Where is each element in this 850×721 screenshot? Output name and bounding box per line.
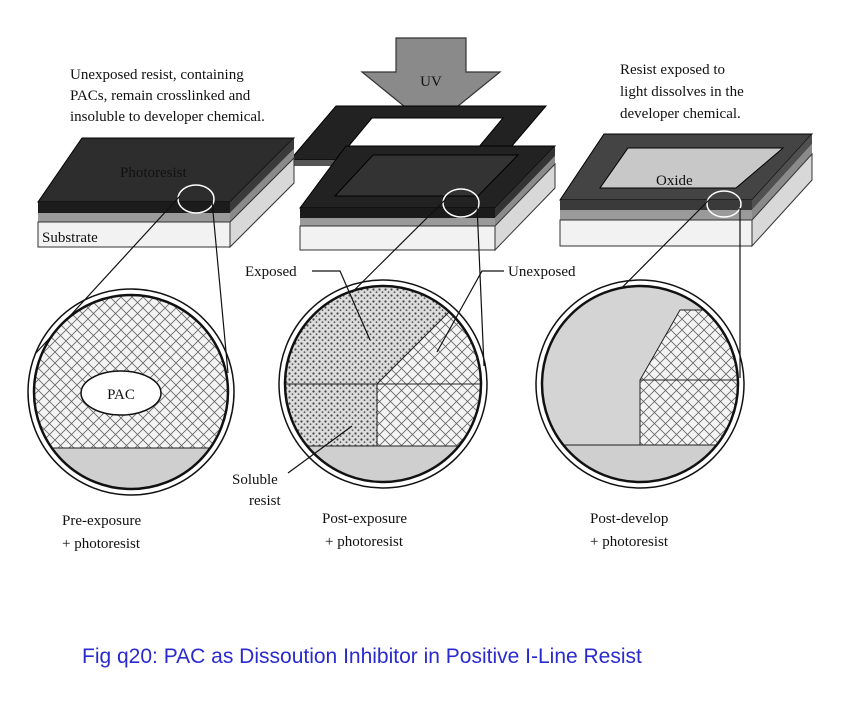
annotation-right: Resist exposed to light dissolves in the… — [620, 62, 744, 122]
zoom-circle-pre-exposure: PAC — [27, 288, 235, 496]
wafer-pre-exposure: Photoresist Substrate — [37, 137, 296, 249]
annotation-left-line-1: Unexposed resist, containing — [70, 67, 244, 83]
annotation-left: Unexposed resist, containing PACs, remai… — [70, 67, 265, 125]
photoresist-label: Photoresist — [120, 165, 188, 181]
figure-caption: Fig q20: PAC as Dissoution Inhibitor in … — [82, 645, 642, 668]
uv-arrow: UV — [360, 37, 502, 129]
unexposed-label: Unexposed — [508, 264, 576, 280]
annotation-left-line-3: insoluble to developer chemical. — [70, 109, 265, 125]
exposed-label: Exposed — [245, 264, 297, 280]
annotation-left-line-2: PACs, remain crosslinked and — [70, 88, 251, 104]
zoom-circle-post-exposure — [278, 279, 488, 489]
wafer-post-exposure — [299, 145, 557, 252]
stage-1-line-1: Pre-exposure — [62, 513, 141, 529]
wafer-post-develop: Oxide — [559, 133, 814, 248]
annotation-right-line-1: Resist exposed to — [620, 62, 725, 78]
stage-captions: Pre-exposure + photoresist Post-exposure… — [62, 511, 669, 552]
stage-1-line-2: + photoresist — [62, 536, 141, 552]
stage-3-line-1: Post-develop — [590, 511, 668, 527]
soluble-label-line-2: resist — [249, 493, 281, 509]
stage-2-line-1: Post-exposure — [322, 511, 407, 527]
callouts: Exposed Unexposed Soluble resist — [232, 264, 576, 509]
zoom-circle-post-develop — [535, 279, 745, 489]
annotation-right-line-3: developer chemical. — [620, 106, 741, 122]
uv-label: UV — [420, 74, 442, 90]
soluble-label-line-1: Soluble — [232, 472, 278, 488]
substrate-label: Substrate — [42, 230, 98, 246]
annotation-right-line-2: light dissolves in the — [620, 84, 744, 100]
stage-2-line-2: + photoresist — [325, 534, 404, 550]
stage-3-line-2: + photoresist — [590, 534, 669, 550]
pac-label: PAC — [107, 387, 135, 403]
oxide-label: Oxide — [656, 173, 693, 189]
